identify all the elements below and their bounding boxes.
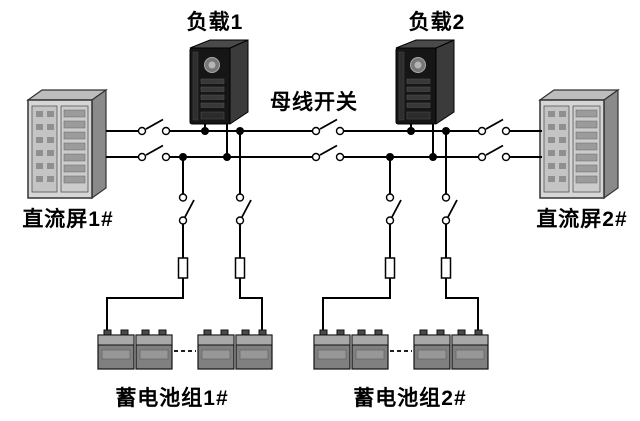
- cabinet2-top-switch-icon: [477, 118, 511, 136]
- cabinet1-top-switch-icon: [137, 118, 171, 136]
- server-load-1-icon: [189, 39, 249, 125]
- battery-icon: [135, 329, 173, 370]
- battery-icon: [197, 329, 235, 370]
- battery-icon: [351, 329, 389, 370]
- battery-group-1: [97, 329, 273, 370]
- battery1-left-switch-icon: [178, 193, 195, 225]
- battery-group1-label: 蓄电池组1#: [115, 387, 229, 410]
- battery-icon: [97, 329, 135, 370]
- battery1-left-fuse-icon: [177, 257, 189, 279]
- battery-icon: [413, 329, 451, 370]
- battery2-left-switch-icon: [385, 193, 402, 225]
- cabinet2-bottom-switch-icon: [477, 144, 511, 162]
- bus-switch-label: 母线开关: [270, 91, 358, 114]
- cabinet1-bottom-switch-icon: [137, 144, 171, 162]
- battery-group-2: [313, 329, 489, 370]
- dc-cabinet-2-icon: [539, 89, 619, 199]
- dc-panel2-label: 直流屏2#: [536, 208, 628, 231]
- load2-label: 负载2: [408, 11, 466, 34]
- battery2-branch-lines: [322, 131, 479, 332]
- load1-label: 负载1: [186, 11, 244, 34]
- bus-tie-top-switch-icon: [311, 118, 345, 136]
- battery-icon: [451, 329, 489, 370]
- battery2-right-switch-icon: [441, 193, 458, 225]
- bus-tie-bottom-switch-icon: [311, 144, 345, 162]
- dc-panel1-label: 直流屏1#: [22, 208, 114, 231]
- battery1-branch-lines: [106, 131, 263, 332]
- battery1-right-fuse-icon: [234, 257, 246, 279]
- battery-group2-label: 蓄电池组2#: [353, 387, 467, 410]
- battery2-right-fuse-icon: [440, 257, 452, 279]
- junction-dots: [179, 127, 450, 161]
- battery2-left-fuse-icon: [384, 257, 396, 279]
- dc-cabinet-1-icon: [27, 89, 107, 199]
- battery-icon: [235, 329, 273, 370]
- battery1-right-switch-icon: [235, 193, 252, 225]
- server-load-2-icon: [395, 39, 455, 125]
- battery-icon: [313, 329, 351, 370]
